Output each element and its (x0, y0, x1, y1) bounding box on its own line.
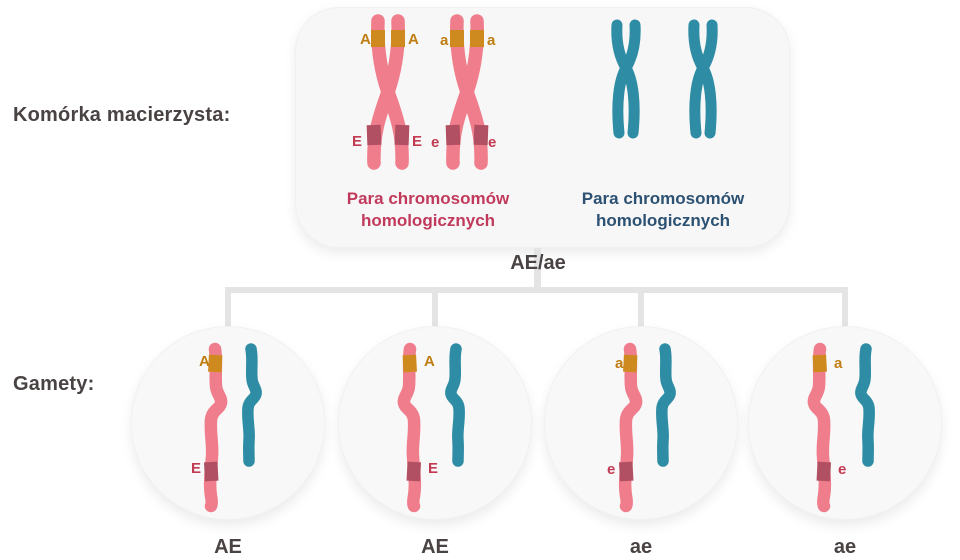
gamete-2-top-allele: A (424, 353, 435, 370)
gamete-2-bottom-allele: E (428, 460, 439, 477)
gamete-circle-2: A E (338, 326, 532, 520)
pink-pair-caption: Para chromosomów homologicznych (346, 189, 510, 230)
gamete-3-bottom-allele: e (607, 461, 616, 478)
allele-a-right: a (487, 32, 496, 49)
gamete-3-blue-chromatid-icon (648, 343, 682, 467)
gamete-4-label: ae (833, 536, 857, 558)
pink-chromosome-1-icon (364, 13, 412, 171)
gamete-1-blue-chromatid-icon (234, 343, 268, 467)
tree-drop-line-3 (638, 287, 644, 334)
gamete-1-top-allele: A (199, 353, 210, 370)
tree-horizontal-line (225, 287, 848, 293)
gamete-2-blue-chromatid-icon (439, 343, 473, 467)
gamete-circle-1: A E (131, 326, 325, 520)
tree-drop-line-2 (432, 287, 438, 334)
blue-chromosome-1-icon (606, 18, 646, 140)
gamete-1-label: AE (214, 536, 242, 558)
allele-A-left: A (360, 31, 371, 48)
allele-e-left: e (431, 134, 440, 151)
gamete-3-label: ae (629, 536, 653, 558)
gamete-3-top-allele: a (615, 355, 624, 372)
gamete-4-top-allele: a (834, 355, 843, 372)
allele-E-right: E (412, 133, 423, 150)
allele-A-right: A (408, 31, 419, 48)
allele-e-right: e (488, 134, 497, 151)
pink-chromosome-2-icon (443, 13, 491, 171)
mother-cell-label: Komórka macierzysta: (13, 104, 231, 126)
blue-chromosome-2-icon (683, 18, 723, 140)
genotype-label: AE/ae (510, 252, 566, 274)
allele-E-left: E (352, 133, 363, 150)
gamete-2-label: AE (421, 536, 449, 558)
gamete-circle-3: a e (544, 326, 738, 520)
gamete-1-bottom-allele: E (191, 460, 202, 477)
gamete-4-bottom-allele: e (838, 461, 847, 478)
gamete-circle-4: a e (748, 326, 942, 520)
allele-a-left: a (440, 32, 449, 49)
blue-pair-caption: Para chromosomów homologicznych (581, 189, 745, 230)
tree-drop-line-4 (842, 287, 848, 334)
tree-drop-line-1 (225, 287, 231, 334)
tree-stem-line (534, 248, 541, 293)
gamete-4-blue-chromatid-icon (849, 343, 883, 467)
gametes-label: Gamety: (13, 373, 95, 395)
